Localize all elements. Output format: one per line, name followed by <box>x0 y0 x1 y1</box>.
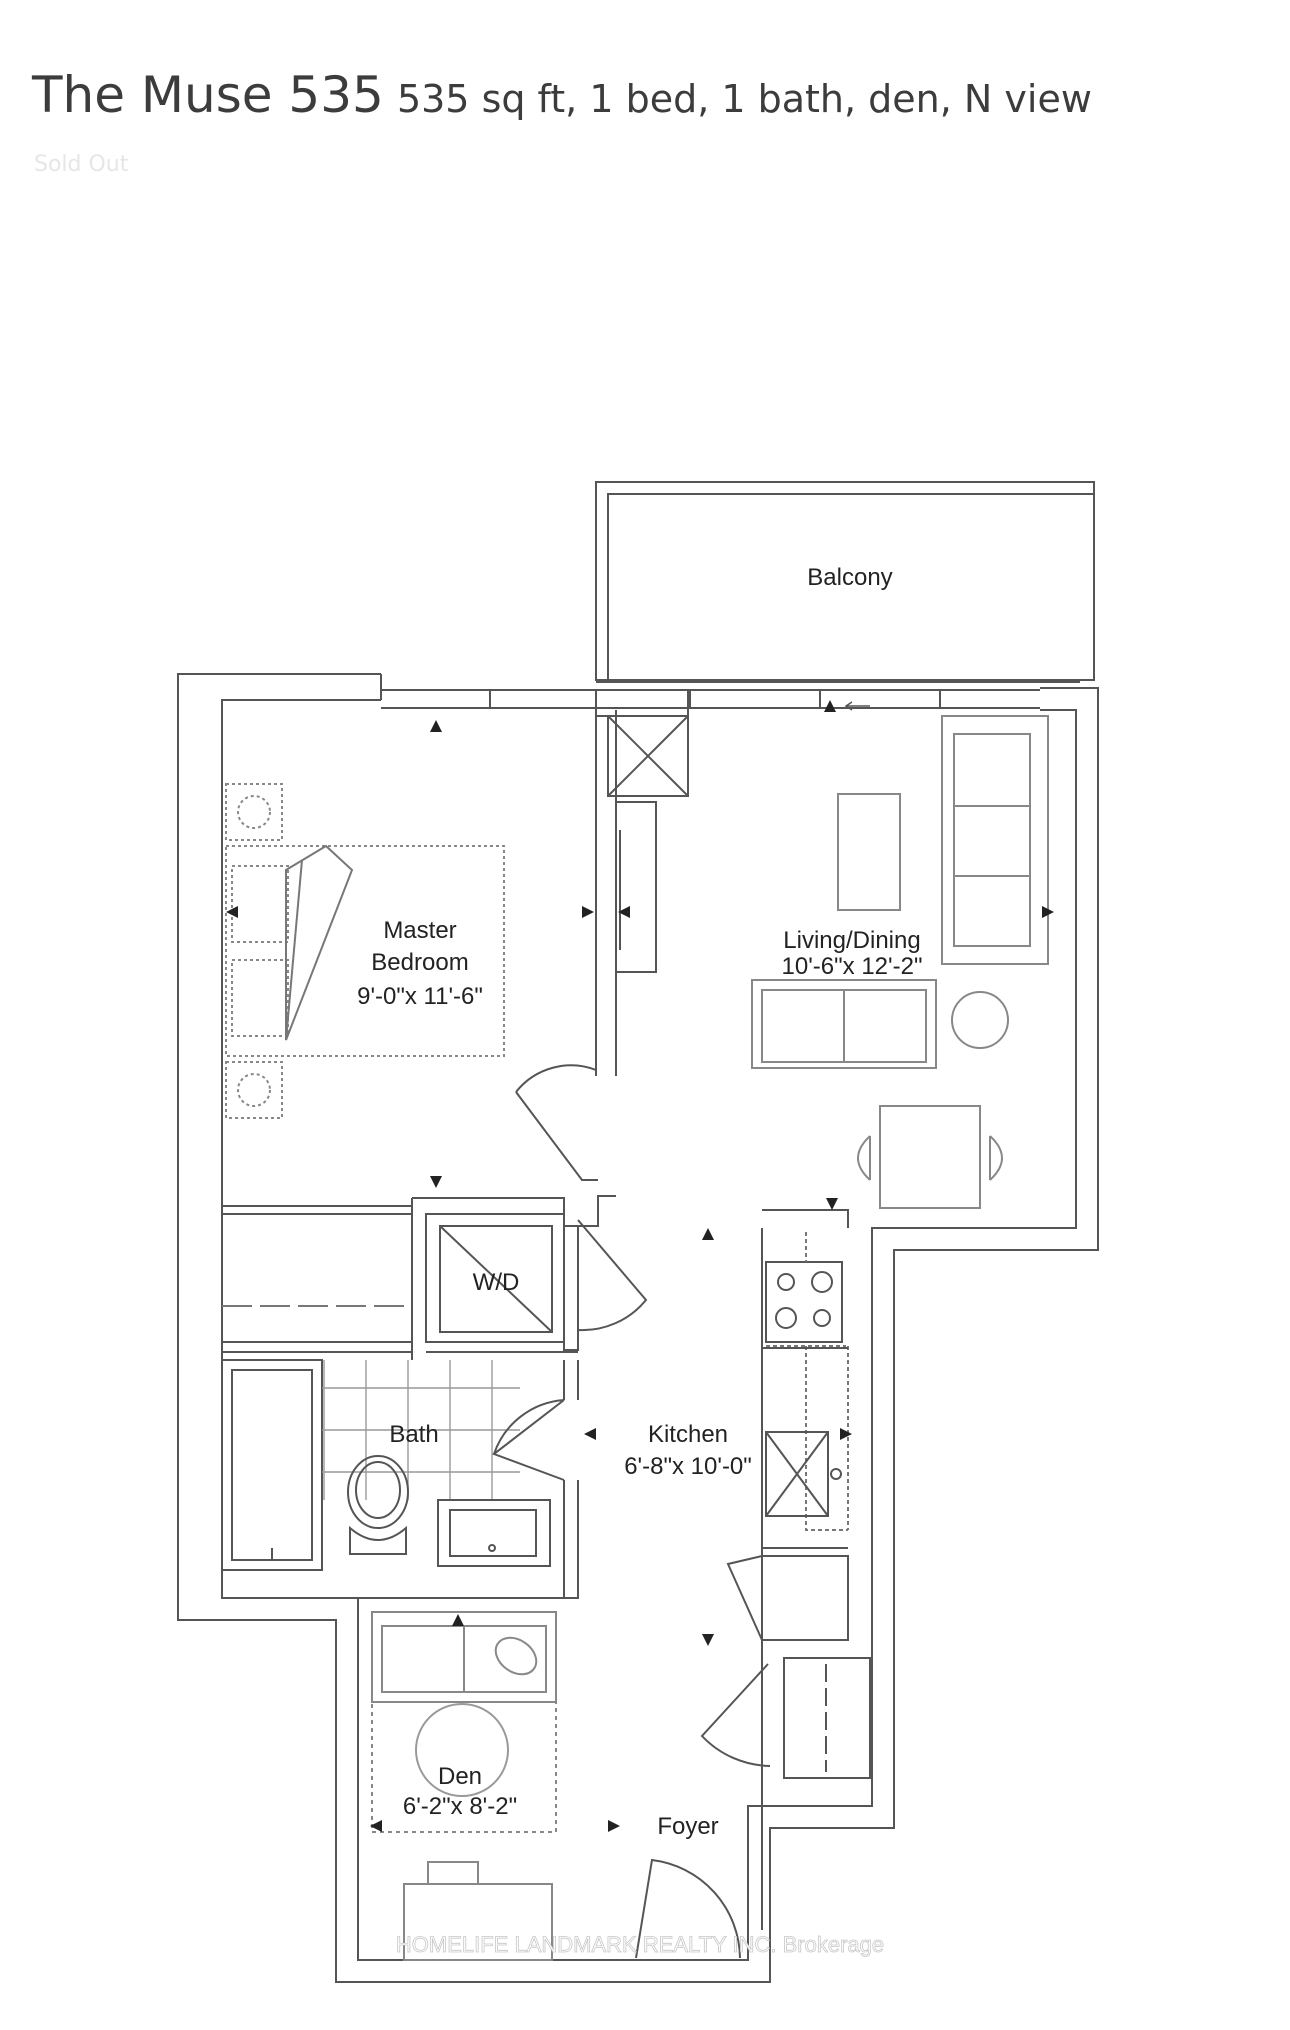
coat-closet <box>700 1657 871 1779</box>
vanity <box>437 1499 551 1567</box>
bath-label: Bath <box>389 1421 438 1448</box>
fridge <box>726 1555 849 1641</box>
bathtub <box>221 1359 323 1571</box>
balcony-outline <box>595 481 1095 683</box>
master-bedroom-label-2: Bedroom <box>371 949 468 976</box>
listing-title: The Muse 535 <box>32 66 384 124</box>
bed <box>225 783 505 1119</box>
wd-label: W/D <box>473 1269 520 1296</box>
listing-details: 535 sq ft, 1 bed, 1 bath, den, N view <box>396 77 1092 121</box>
den-rug <box>371 1611 557 1833</box>
status-label: Sold Out <box>34 152 129 177</box>
balcony-label: Balcony <box>807 564 892 591</box>
living-dining-size: 10'-6"x 12'-2" <box>782 953 923 980</box>
sofa <box>941 715 1049 965</box>
washer-dryer <box>425 1213 565 1343</box>
den-desk <box>403 1861 553 1961</box>
dining-table <box>857 1105 1003 1209</box>
toilet <box>347 1455 409 1555</box>
brokerage-watermark: HOMELIFE LANDMARK REALTY INC. Brokerage <box>396 1932 884 1957</box>
exterior-walls <box>177 673 1099 1983</box>
coffee-table <box>837 793 901 911</box>
kitchen-counter-dashed <box>766 1232 849 1531</box>
kitchen-sink <box>765 1431 842 1517</box>
den-table <box>415 1703 509 1797</box>
master-bedroom-label-1: Master <box>383 917 456 944</box>
bath-tile-floor <box>322 1360 520 1500</box>
kitchen-label: Kitchen <box>648 1421 728 1448</box>
den-sofa <box>371 1611 557 1703</box>
listing-header: The Muse 535 535 sq ft, 1 bed, 1 bath, d… <box>32 66 1092 124</box>
loveseat <box>751 979 937 1069</box>
kitchen-size: 6'-8"x 10'-0" <box>624 1453 752 1480</box>
cooktop <box>765 1261 843 1343</box>
interior-walls <box>222 690 849 1930</box>
den-size: 6'-2"x 8'-2" <box>403 1793 517 1820</box>
den-label: Den <box>438 1763 482 1790</box>
foyer-label: Foyer <box>657 1813 718 1840</box>
wardrobe <box>615 801 657 973</box>
living-dining-label: Living/Dining <box>783 927 920 954</box>
side-table <box>951 991 1009 1049</box>
master-bedroom-size: 9'-0"x 11'-6" <box>357 983 483 1010</box>
orientation-arrows <box>226 700 1054 1832</box>
